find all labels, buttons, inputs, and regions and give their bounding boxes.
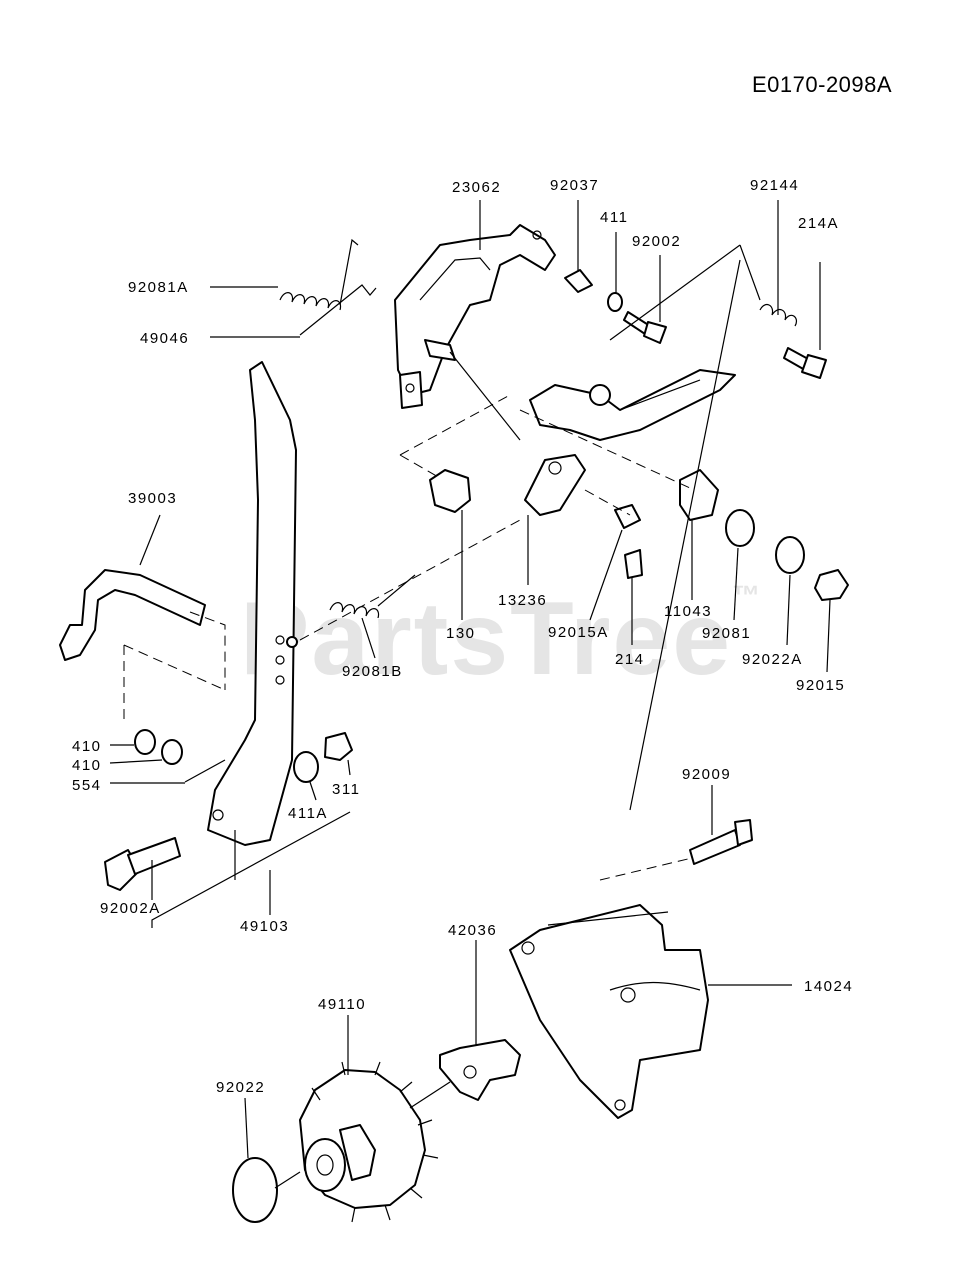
callout-92037[interactable]: 92037: [550, 177, 599, 194]
callout-92015a[interactable]: 92015A: [548, 624, 609, 641]
callout-92144[interactable]: 92144: [750, 177, 799, 194]
callout-42036[interactable]: 42036: [448, 922, 497, 939]
nut-311-part[interactable]: [324, 732, 353, 761]
washer-410b-part[interactable]: [161, 739, 183, 765]
assembly-lines: [123, 244, 761, 1189]
washer-410-part[interactable]: [134, 729, 156, 755]
callout-411a[interactable]: 411A: [288, 805, 328, 822]
callout-554[interactable]: 554: [72, 777, 102, 794]
washer-92081-part[interactable]: [725, 509, 755, 547]
plate-92037-part[interactable]: [564, 269, 593, 293]
callout-92022[interactable]: 92022: [216, 1079, 265, 1096]
collar-130-part[interactable]: [429, 469, 471, 513]
callout-411[interactable]: 411: [600, 209, 628, 226]
control-lever-part[interactable]: [207, 361, 297, 846]
spring-92081a-part[interactable]: [279, 238, 359, 311]
bolt-92002-part[interactable]: [623, 311, 667, 344]
callout-11043[interactable]: 11043: [664, 603, 712, 620]
washer-92022-part[interactable]: [232, 1157, 278, 1223]
callout-13236[interactable]: 13236: [498, 592, 547, 609]
pin-part[interactable]: [424, 339, 521, 441]
nut-92015-part[interactable]: [814, 569, 849, 601]
callout-39003[interactable]: 39003: [128, 490, 177, 507]
callout-92002[interactable]: 92002: [632, 233, 681, 250]
governor-lever-part[interactable]: [529, 369, 736, 441]
callout-92002a[interactable]: 92002A: [100, 900, 161, 917]
washer-92022a-part[interactable]: [775, 536, 805, 574]
callout-14024[interactable]: 14024: [804, 978, 853, 995]
callout-92081a[interactable]: 92081A: [128, 279, 189, 296]
plate-11043-part[interactable]: [679, 469, 719, 521]
governor-bracket-part[interactable]: [394, 224, 556, 409]
callout-49110[interactable]: 49110: [318, 996, 366, 1013]
callout-49046[interactable]: 49046: [140, 330, 189, 347]
callout-130[interactable]: 130: [446, 625, 476, 642]
washer-411a-part[interactable]: [293, 751, 319, 783]
callout-311[interactable]: 311: [332, 781, 360, 798]
gear-49110-part[interactable]: [299, 1061, 439, 1223]
housing-14024-part[interactable]: [509, 904, 709, 1119]
callout-92009[interactable]: 92009: [682, 766, 731, 783]
handle-39003-part[interactable]: [59, 569, 206, 661]
watermark-text: PartsTree: [240, 581, 733, 697]
spring-92144-part[interactable]: [759, 303, 797, 327]
screw-214-part[interactable]: [624, 549, 643, 579]
callout-49103[interactable]: 49103: [240, 918, 289, 935]
diagram-code: E0170-2098A: [752, 72, 893, 97]
callout-214[interactable]: 214: [615, 651, 645, 668]
callout-410-a[interactable]: 410: [72, 738, 102, 755]
callout-92081[interactable]: 92081: [702, 625, 751, 642]
bolt-92009-part[interactable]: [689, 819, 753, 865]
nut-92015a-part[interactable]: [614, 504, 641, 529]
rod-49046-part[interactable]: [299, 284, 377, 336]
watermark: PartsTree™: [240, 580, 762, 699]
pin-554-part[interactable]: [184, 759, 226, 783]
watermark-trademark: ™: [732, 580, 763, 611]
callout-labels: 23062 92037 411 92002 92144 214A 92081A …: [72, 177, 853, 1096]
callout-23062[interactable]: 23062: [452, 179, 501, 196]
washer-411-part[interactable]: [607, 292, 623, 312]
callout-92015[interactable]: 92015: [796, 677, 845, 694]
spring-92081b-part[interactable]: [286, 574, 416, 648]
bolt-92002a-part[interactable]: [104, 837, 181, 891]
leader-lines: [109, 200, 831, 1159]
shaft-42036-part[interactable]: [439, 1039, 521, 1101]
callout-92081b[interactable]: 92081B: [342, 663, 403, 680]
link-13236-part[interactable]: [524, 454, 586, 516]
callout-92022a[interactable]: 92022A: [742, 651, 803, 668]
callout-410-b[interactable]: 410: [72, 757, 102, 774]
callout-214a[interactable]: 214A: [798, 215, 839, 232]
bolt-214a-part[interactable]: [783, 347, 827, 379]
